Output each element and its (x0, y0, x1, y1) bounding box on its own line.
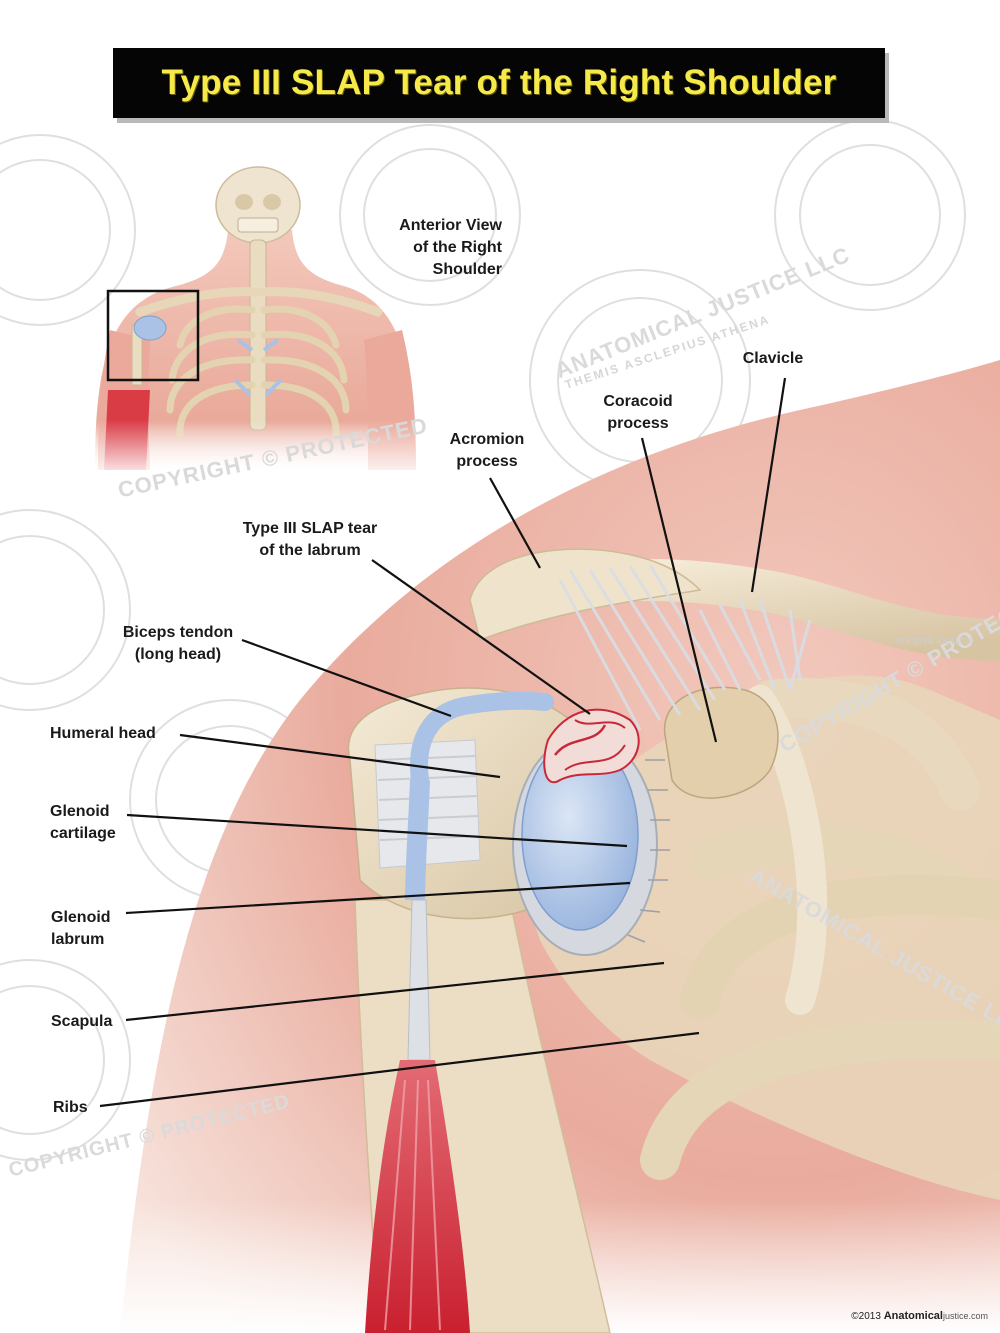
label-humeral-head: Humeral head (50, 725, 156, 742)
page-title: Type III SLAP Tear of the Right Shoulder (161, 63, 837, 102)
copyright-suffix: justice.com (942, 1311, 988, 1321)
label-scapula: Scapula (51, 1013, 113, 1030)
copyright-footer: ©2013 Anatomicaljustice.com (851, 1310, 988, 1322)
leader-lines (99, 377, 787, 1108)
label-biceps-tendon: Biceps tendon (long head) (122, 624, 234, 663)
watermark-text-7: res ipsa loquitur (895, 635, 973, 647)
main-shoulder-illustration (100, 360, 1000, 1333)
label-glenoid-cartilage: Glenoid cartilage (50, 803, 116, 842)
copyright-year: ©2013 (851, 1311, 881, 1322)
label-glenoid-labrum: Glenoid labrum (51, 909, 111, 948)
slap-tear-region (543, 708, 640, 784)
label-clavicle: Clavicle (742, 350, 804, 367)
title-banner: Type III SLAP Tear of the Right Shoulder (113, 48, 885, 118)
label-coracoid-process: Coracoid process (603, 393, 673, 432)
copyright-brand: Anatomical (883, 1310, 943, 1322)
inset-zoom-box (106, 289, 200, 382)
label-acromion-process: Acromion process (449, 431, 525, 470)
label-slap-tear: Type III SLAP tear of the labrum (242, 520, 378, 559)
inset-caption: Anterior View of the Right Shoulder (399, 217, 502, 278)
label-ribs: Ribs (53, 1099, 88, 1116)
